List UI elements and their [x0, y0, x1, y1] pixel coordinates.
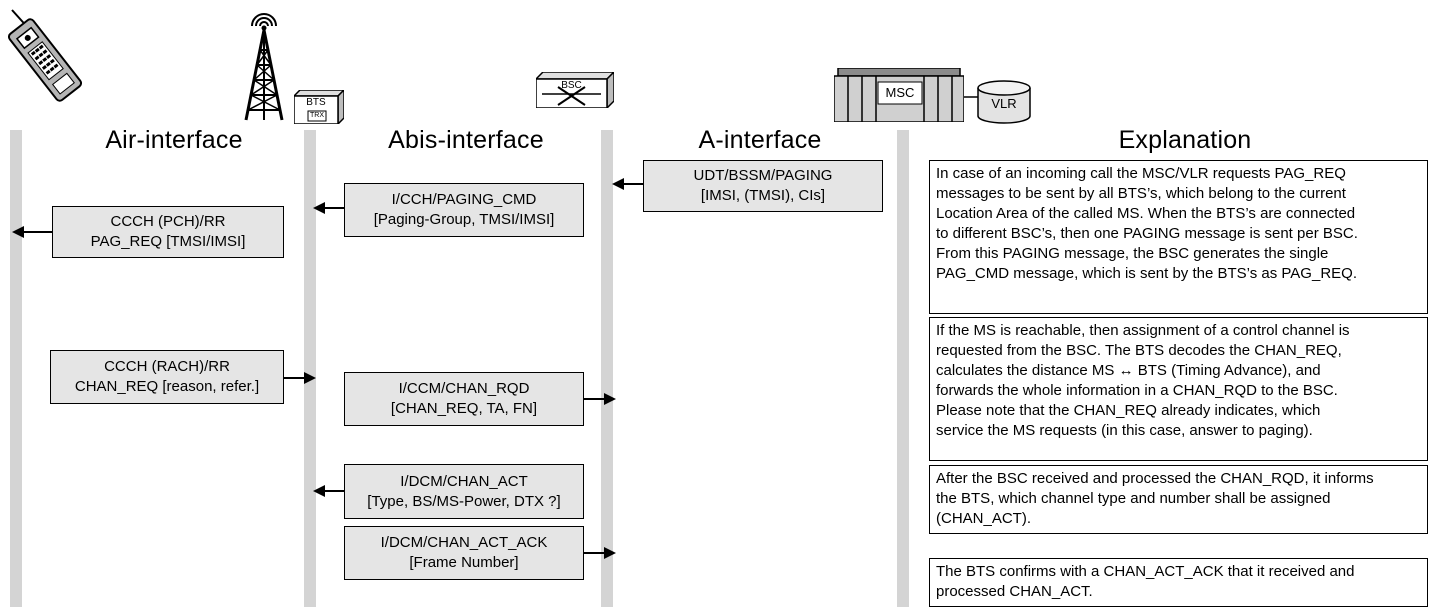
msc-vlr-link [964, 96, 978, 98]
trx-label: TRX [310, 112, 324, 119]
paging-cmd-message: I/CCH/PAGING_CMD [Paging-Group, TMSI/IMS… [344, 183, 584, 237]
chan-act-message: I/DCM/CHAN_ACT [Type, BS/MS-Power, DTX ?… [344, 464, 584, 519]
explanation-header: Explanation [1118, 126, 1252, 154]
air-interface-line [10, 130, 22, 607]
vlr-database: VLR [976, 80, 1032, 124]
bsc-label: BSC [561, 80, 582, 91]
explanation-divider [897, 130, 909, 607]
bts-antenna-tower-icon [244, 13, 284, 121]
a-interface-line [601, 130, 613, 607]
chan-act-ack-message: I/DCM/CHAN_ACT_ACK [Frame Number] [344, 526, 584, 580]
air-interface-header: Air-interface [105, 126, 243, 154]
arrow-udt-paging [612, 178, 644, 190]
bsc-box: BSC [536, 72, 614, 108]
pag-req-message: CCCH (PCH)/RR PAG_REQ [TMSI/IMSI] [52, 206, 284, 258]
explanation-chan-req: If the MS is reachable, then assignment … [929, 317, 1428, 461]
abis-interface-line [304, 130, 316, 607]
arrow-pag-req [12, 226, 53, 238]
explanation-chan-act-ack: The BTS confirms with a CHAN_ACT_ACK tha… [929, 558, 1428, 607]
explanation-paging: In case of an incoming call the MSC/VLR … [929, 160, 1428, 314]
msc-label: MSC [885, 85, 915, 100]
bts-label: BTS [306, 97, 326, 108]
chan-req-message: CCCH (RACH)/RR CHAN_REQ [reason, refer.] [50, 350, 284, 404]
abis-interface-header: Abis-interface [388, 126, 544, 154]
chan-rqd-message: I/CCM/CHAN_RQD [CHAN_REQ, TA, FN] [344, 372, 584, 426]
explanation-chan-act: After the BSC received and processed the… [929, 465, 1428, 534]
arrow-chan-req [284, 372, 316, 384]
bts-box: BTS TRX [294, 90, 344, 124]
vlr-label: VLR [991, 96, 1017, 111]
arrow-chan-act [313, 485, 345, 497]
udt-paging-message: UDT/BSSM/PAGING [IMSI, (TMSI), CIs] [643, 160, 883, 212]
arrow-chan-rqd [584, 393, 616, 405]
a-interface-header: A-interface [698, 126, 822, 154]
mobile-phone-icon [7, 9, 83, 102]
arrow-chan-act-ack [584, 547, 616, 559]
msc-rack: MSC [834, 68, 964, 122]
arrow-paging-cmd [313, 202, 345, 214]
